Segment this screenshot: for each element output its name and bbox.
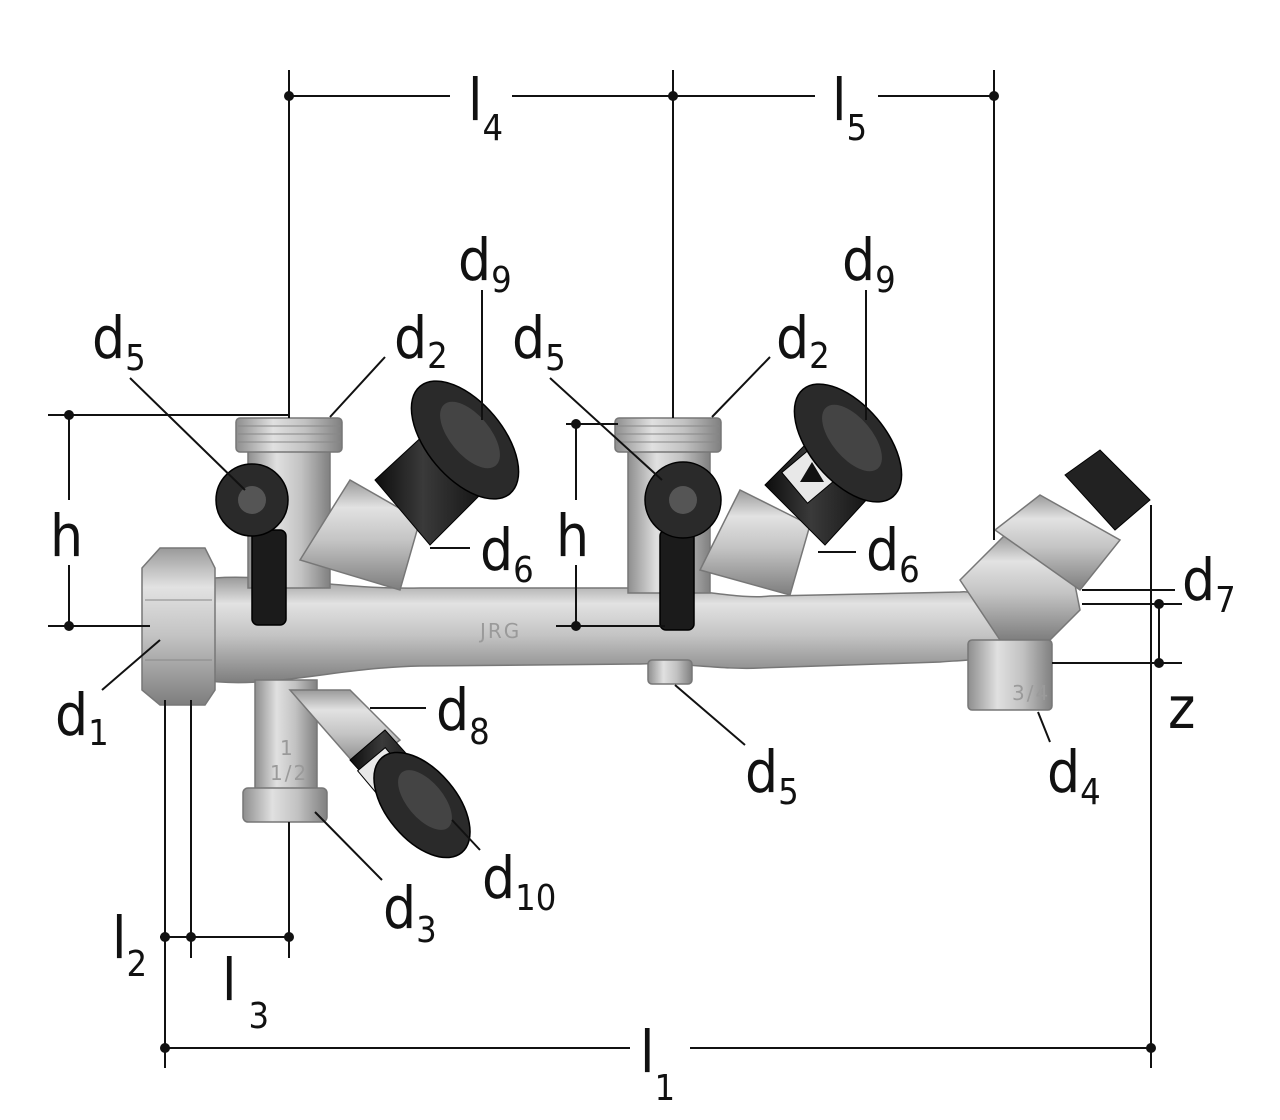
label-d3: d3 bbox=[383, 874, 437, 951]
left-handwheel bbox=[410, 380, 520, 500]
label-d10: d10 bbox=[482, 844, 556, 919]
label-d4: d4 bbox=[1047, 738, 1101, 813]
label-l2: l2 bbox=[112, 904, 147, 985]
size-marking-1-2: 1/2 bbox=[270, 761, 308, 785]
valve-manifold-illustration: JRG 1 1/2 3/4 bbox=[141, 380, 1151, 859]
label-d9-right: d9 bbox=[842, 226, 896, 301]
label-d5-middle: d5 bbox=[512, 304, 566, 379]
middle-handwheel bbox=[793, 383, 903, 503]
label-d8: d8 bbox=[436, 676, 490, 753]
lower-drain-branch bbox=[242, 679, 471, 859]
label-d6-left: d6 bbox=[480, 516, 534, 591]
label-d6-right: d6 bbox=[866, 516, 920, 591]
brand-marking: JRG bbox=[478, 619, 521, 643]
dimension-labels: l4 l5 h h z l1 l2 l3 d1 d2 d2 d3 d4 d5 d… bbox=[50, 66, 1236, 1109]
left-drain-cock bbox=[215, 463, 289, 626]
label-l4: l4 bbox=[468, 66, 503, 149]
label-d5-bottom: d5 bbox=[745, 738, 799, 813]
bottom-port bbox=[647, 659, 693, 685]
middle-drain-cock bbox=[644, 461, 722, 631]
inlet-union-nut bbox=[141, 547, 216, 706]
dimension-lines bbox=[48, 70, 1182, 1068]
leader-lines bbox=[101, 290, 1175, 881]
label-h-middle: h bbox=[556, 502, 589, 570]
label-d1: d1 bbox=[55, 681, 109, 754]
label-l1: l1 bbox=[640, 1018, 675, 1109]
label-z: z bbox=[1168, 674, 1195, 742]
size-marking-1: 1 bbox=[280, 736, 295, 760]
label-l5: l5 bbox=[832, 66, 867, 149]
label-d7: d7 bbox=[1182, 546, 1236, 621]
size-marking-3-4: 3/4 bbox=[1012, 681, 1050, 705]
label-l3: l3 bbox=[222, 946, 269, 1037]
label-d5-left: d5 bbox=[92, 304, 146, 379]
right-pressure-reducer bbox=[959, 449, 1151, 711]
main-pipe bbox=[194, 576, 1001, 684]
label-d2-left: d2 bbox=[394, 304, 448, 377]
label-d9-left: d9 bbox=[458, 226, 512, 301]
label-h-left: h bbox=[50, 502, 83, 570]
label-d2-right: d2 bbox=[776, 304, 830, 377]
